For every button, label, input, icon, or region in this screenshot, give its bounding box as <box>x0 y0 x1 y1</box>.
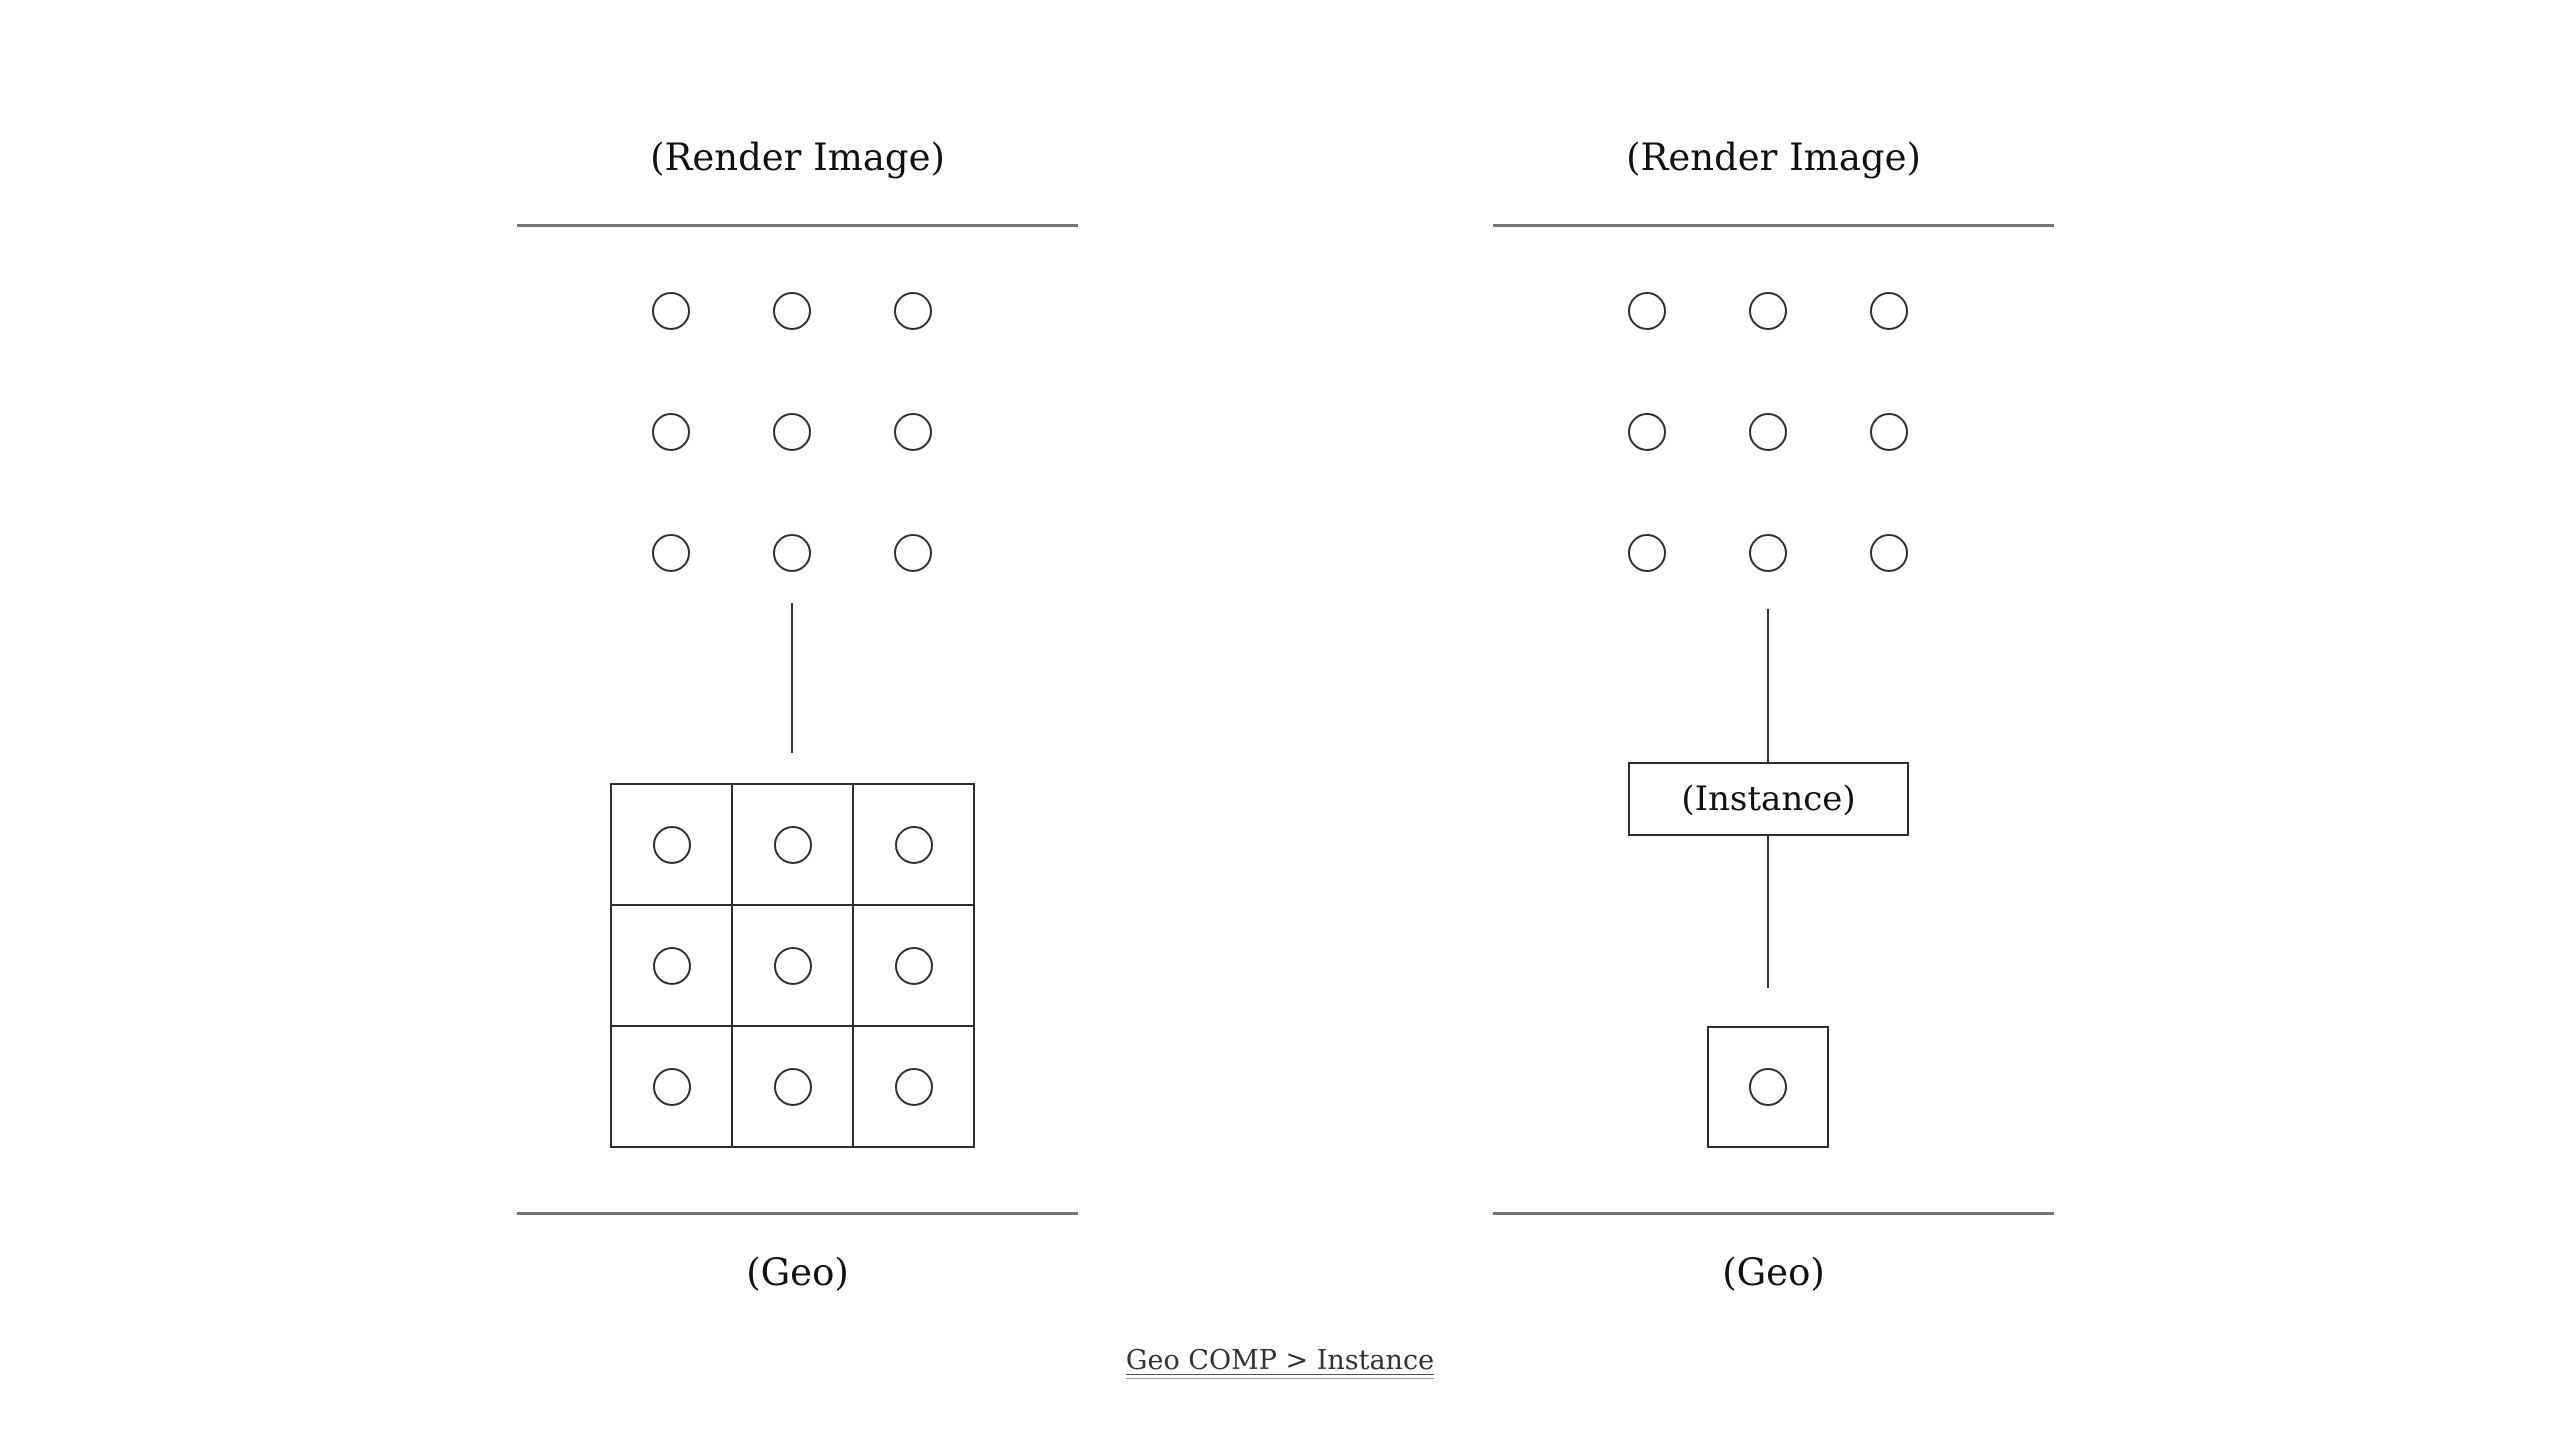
right-render-dot-grid <box>1628 292 1908 572</box>
right-panel-title: (Render Image) <box>1626 136 1921 179</box>
right-geo-box <box>1707 1026 1829 1148</box>
geo-grid-cell <box>611 784 732 905</box>
left-bottom-separator-line <box>517 1212 1078 1215</box>
geo-cell-dot <box>773 946 812 985</box>
geo-grid-cell <box>732 784 853 905</box>
render-dot <box>1870 292 1908 330</box>
render-dot <box>773 292 811 330</box>
geo-grid-cell <box>611 905 732 1026</box>
instance-box-label: (Instance) <box>1681 779 1856 819</box>
render-dot <box>894 413 932 451</box>
right-upper-connector-line <box>1767 609 1769 762</box>
geo-cell-dot <box>652 946 691 985</box>
instance-box: (Instance) <box>1628 762 1909 836</box>
render-dot <box>1628 413 1666 451</box>
geo-grid-cell <box>853 1026 974 1147</box>
render-dot <box>652 292 690 330</box>
left-panel-title: (Render Image) <box>650 136 945 179</box>
render-dot <box>1870 413 1908 451</box>
right-lower-connector-line <box>1767 836 1769 988</box>
geo-grid-cell <box>853 905 974 1026</box>
left-geo-grid <box>610 783 975 1148</box>
geo-grid-cell <box>732 1026 853 1147</box>
render-dot <box>773 534 811 572</box>
geo-grid-cell <box>611 1026 732 1147</box>
render-dot <box>652 534 690 572</box>
render-dot <box>652 413 690 451</box>
render-dot <box>894 292 932 330</box>
geo-grid-cell <box>853 784 974 905</box>
geo-cell-dot <box>894 825 933 864</box>
left-panel-caption: (Geo) <box>746 1251 849 1294</box>
geo-cell-dot <box>773 825 812 864</box>
render-dot <box>1628 534 1666 572</box>
right-bottom-separator-line <box>1493 1212 2054 1215</box>
geo-cell-dot <box>652 1067 691 1106</box>
footer: Geo COMP > Instance <box>0 1346 2560 1379</box>
geo-cell-dot <box>652 825 691 864</box>
geo-cell-dot <box>773 1067 812 1106</box>
geo-cell-dot <box>894 946 933 985</box>
render-dot <box>1749 413 1787 451</box>
left-top-separator-line <box>517 224 1078 227</box>
right-top-separator-line <box>1493 224 2054 227</box>
left-render-dot-grid <box>652 292 932 572</box>
geo-box-dot <box>1749 1068 1787 1106</box>
render-dot <box>773 413 811 451</box>
geo-grid-cell <box>732 905 853 1026</box>
left-connector-line <box>791 603 793 753</box>
geo-comp-instance-link[interactable]: Geo COMP > Instance <box>1125 1346 1435 1379</box>
render-dot <box>1628 292 1666 330</box>
render-dot <box>1749 292 1787 330</box>
render-dot <box>1870 534 1908 572</box>
render-dot <box>894 534 932 572</box>
right-panel-caption: (Geo) <box>1722 1251 1825 1294</box>
geo-cell-dot <box>894 1067 933 1106</box>
render-dot <box>1749 534 1787 572</box>
